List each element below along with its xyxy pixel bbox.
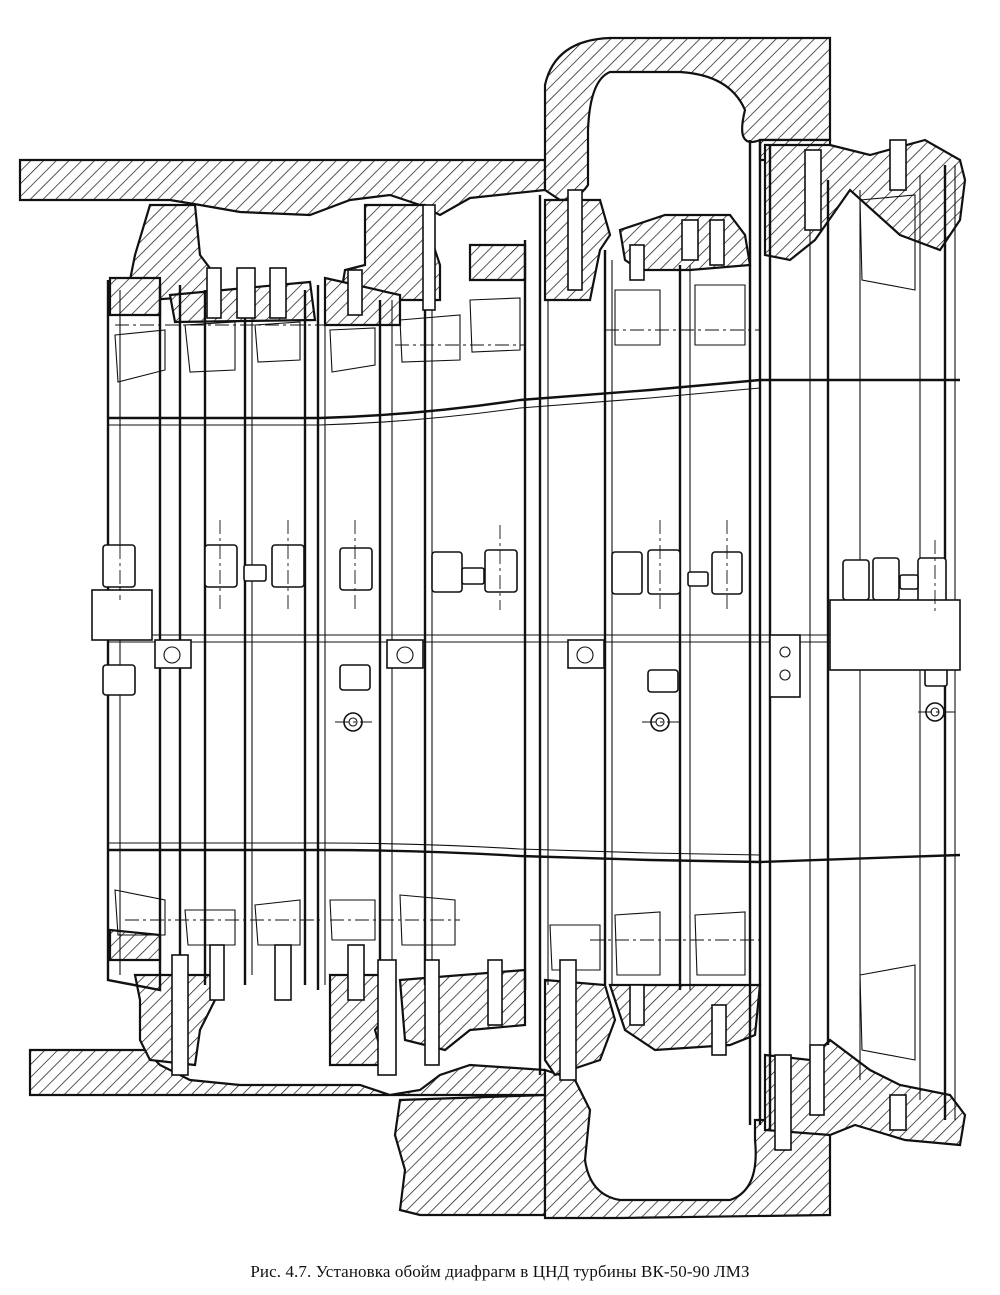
upper-casing bbox=[18, 36, 967, 327]
lower-casing-exhaust-bowl bbox=[543, 1068, 832, 1220]
joint-block-right bbox=[829, 599, 961, 671]
holder-studs bbox=[171, 139, 907, 1151]
upper-casing-flange-left bbox=[18, 158, 547, 217]
flow-path-upper-contour bbox=[108, 378, 960, 420]
joint-block-1 bbox=[91, 589, 153, 641]
figure-caption: Рис. 4.7. Установка обойм диафрагм в ЦНД… bbox=[250, 1262, 750, 1281]
horizontal-joint-bolts bbox=[91, 544, 961, 698]
lower-holder-3 bbox=[398, 968, 527, 1052]
upper-casing-exhaust-dome bbox=[543, 36, 832, 202]
blade-cassettes-lower bbox=[114, 889, 916, 1061]
upper-ring-3 bbox=[468, 243, 527, 282]
lower-holder-4 bbox=[543, 978, 617, 1077]
lower-right-cone bbox=[763, 1038, 967, 1147]
blade-cassettes-upper bbox=[114, 194, 916, 383]
flow-path-lower-contour bbox=[108, 848, 961, 864]
turbine-lp-cylinder-drawing bbox=[18, 36, 967, 1220]
lower-casing-flange-left bbox=[28, 1048, 547, 1217]
flow-path bbox=[108, 378, 961, 864]
upper-ring-left bbox=[108, 276, 162, 317]
center-lines bbox=[115, 324, 955, 941]
